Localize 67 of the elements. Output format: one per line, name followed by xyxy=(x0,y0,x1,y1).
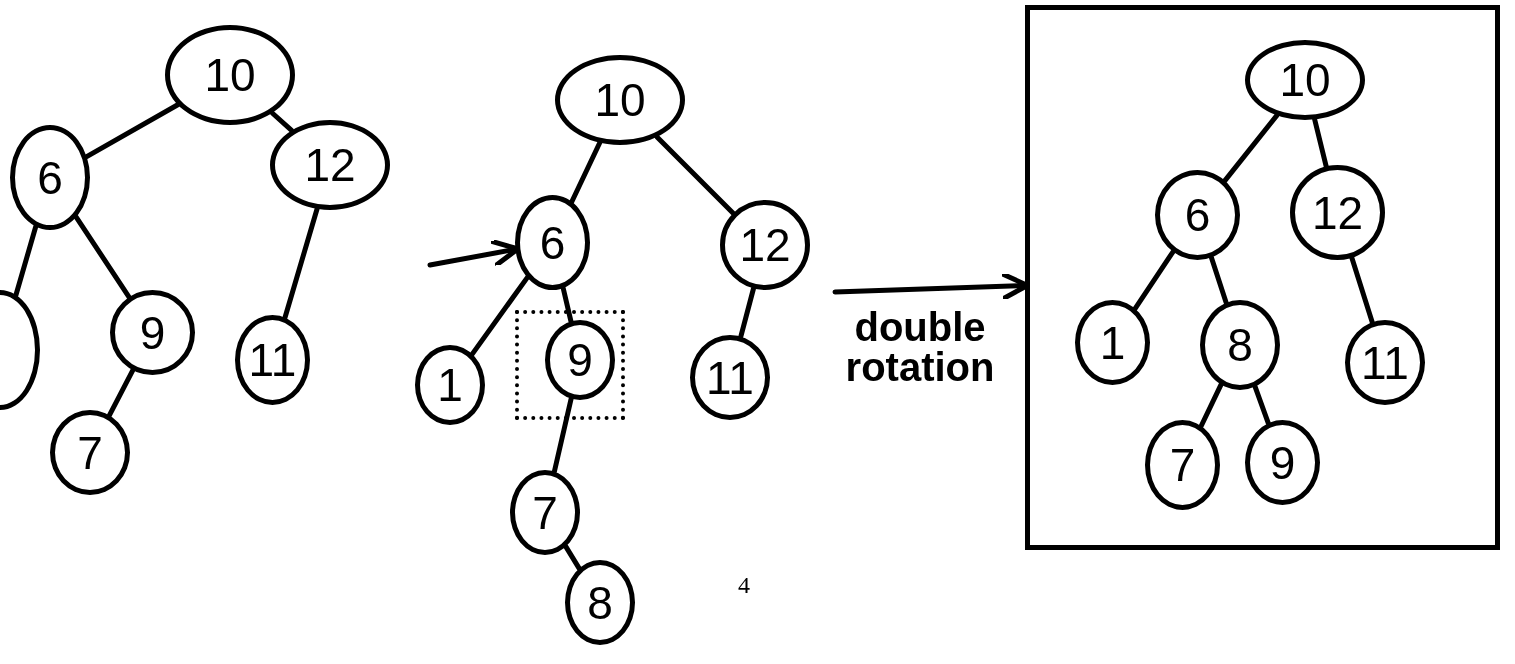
node-number: 1 xyxy=(1099,319,1126,366)
node-number: 6 xyxy=(1184,192,1211,238)
tree-node-circle xyxy=(1290,165,1385,260)
tree-edge xyxy=(469,275,530,357)
tree-edge xyxy=(84,102,181,160)
tree-edge xyxy=(560,285,574,324)
page-number: 4 xyxy=(738,572,750,599)
tree-node-circle xyxy=(515,195,590,290)
tree-edge xyxy=(1222,112,1280,184)
tree-edge xyxy=(738,286,756,340)
tree-node-circle xyxy=(1145,420,1220,510)
node-number: 10 xyxy=(204,52,256,98)
tree-node-circle xyxy=(720,200,810,290)
tree-edge xyxy=(1132,249,1176,312)
tree-edge xyxy=(551,396,574,475)
tree-node-circle xyxy=(545,320,615,400)
tree-node-circle xyxy=(565,560,635,645)
node-number: 11 xyxy=(1361,339,1409,386)
tree-node-circle xyxy=(555,55,685,145)
node-number: 11 xyxy=(248,337,297,383)
node-number: 8 xyxy=(587,579,613,626)
node-number: 8 xyxy=(1227,322,1253,368)
node-number: 12 xyxy=(1311,189,1364,236)
tree-node-circle xyxy=(270,120,390,210)
tree-edge xyxy=(1198,382,1224,429)
tree-edge xyxy=(1349,255,1375,325)
node-number: 6 xyxy=(37,154,63,201)
tree-edge xyxy=(563,544,582,571)
node-number: 7 xyxy=(1169,442,1196,488)
tree-edge xyxy=(1312,117,1329,169)
tree-node-circle xyxy=(1200,300,1280,390)
tree-node-circle xyxy=(1345,320,1425,405)
node-number: 9 xyxy=(567,337,593,383)
tree-node-circle xyxy=(510,470,580,555)
node-number: 12 xyxy=(304,142,356,188)
tree-node-circle xyxy=(235,315,310,405)
node-number: 7 xyxy=(532,489,558,536)
node-number: 1 xyxy=(437,362,463,408)
tree-edge xyxy=(1208,255,1229,306)
node-number: 7 xyxy=(77,429,103,476)
dotted-highlight-box xyxy=(515,310,625,420)
tree-edge xyxy=(282,206,320,321)
tree-node-circle xyxy=(1245,40,1365,120)
result-frame xyxy=(1025,5,1500,550)
tree-edge xyxy=(654,134,736,216)
tree-edge xyxy=(569,140,603,205)
tree-edge xyxy=(269,110,295,133)
node-number: 6 xyxy=(539,219,566,266)
node-number: 10 xyxy=(1279,57,1331,103)
tree-edge xyxy=(106,367,136,418)
tree-node-circle xyxy=(1155,170,1240,260)
tree-node-circle xyxy=(165,25,295,125)
tree-edge xyxy=(1252,384,1271,426)
tree-node-circle xyxy=(10,125,90,230)
tree-edge xyxy=(13,224,39,298)
node-number: 10 xyxy=(594,77,646,123)
node-number: 9 xyxy=(1269,439,1296,486)
tree-node-circle xyxy=(1245,420,1320,505)
node-number: 12 xyxy=(739,222,791,268)
node-number: 11 xyxy=(706,354,754,401)
tree-node-circle xyxy=(50,410,130,495)
tree-node-circle xyxy=(415,345,485,425)
tree-edge xyxy=(73,214,132,300)
tree-node-circle xyxy=(110,290,195,375)
node-number: 9 xyxy=(139,309,166,356)
tree-node-circle xyxy=(1075,300,1150,385)
tree-node-circle xyxy=(690,335,770,420)
